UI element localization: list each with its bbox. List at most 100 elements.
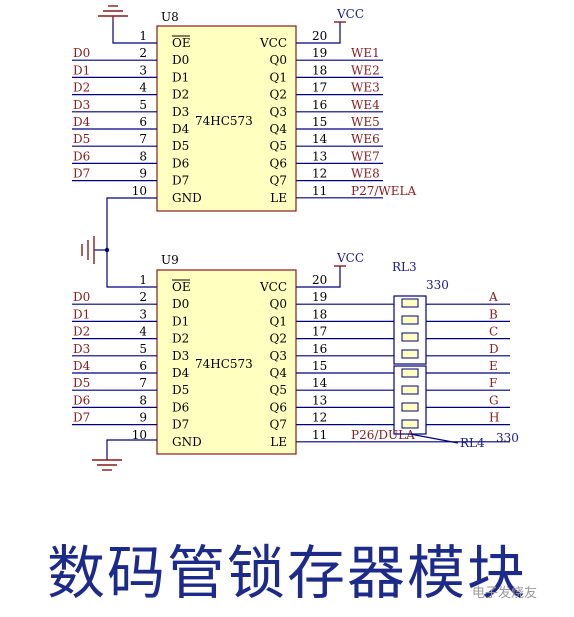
u8-part: 74HC573 <box>195 114 253 128</box>
u8-oe-ground <box>98 5 157 44</box>
u9-right-pins: 20VCCA19Q0B18Q1C17Q2D16Q3E15Q4F14Q5G13Q6… <box>259 273 510 449</box>
u9-net-label-d5: D5 <box>73 376 90 390</box>
u9-pin-num-14: 14 <box>312 376 328 390</box>
u8-vcc-symbol: VCC <box>296 7 364 44</box>
u9-net-label-d4: D4 <box>73 359 91 373</box>
u8-pin-name-d0: D0 <box>172 53 189 67</box>
u8-pin-num-6: 6 <box>139 115 147 129</box>
u9-pin-num-3: 3 <box>139 307 147 321</box>
u9-pin-name-oe: OE <box>172 280 191 294</box>
u9-pin-name-d6: D6 <box>172 400 189 414</box>
u8-net-label-d2: D2 <box>73 81 90 95</box>
u8-pin-name-gnd: GND <box>172 191 202 205</box>
u8-pin-name-d3: D3 <box>172 105 189 119</box>
u8-body <box>156 25 297 212</box>
u9-ref: U9 <box>161 253 179 267</box>
u8-pin-name-d2: D2 <box>172 88 189 102</box>
u8-net-label-q7: WE8 <box>351 167 380 181</box>
u8-pin-name-d6: D6 <box>172 156 189 170</box>
u9-ground-symbol <box>92 439 157 471</box>
u9-pin-num-11: 11 <box>312 428 327 442</box>
u9-pin-name-d5: D5 <box>172 383 189 397</box>
u8-pin-name-q7: Q7 <box>270 174 287 188</box>
u8-pin-name-oe: OE <box>172 36 191 50</box>
u8-pin-num-20: 20 <box>312 29 327 43</box>
u8-net-label-d1: D1 <box>73 63 90 77</box>
rl4-value: 330 <box>496 431 519 445</box>
u8-net-label-q1: WE2 <box>351 63 380 77</box>
u8-pin-num-8: 8 <box>139 149 147 163</box>
u9-net-label-g: G <box>489 393 499 407</box>
u9-pin-num-13: 13 <box>312 393 327 407</box>
u9-pin-num-5: 5 <box>139 342 147 356</box>
u9-pin-num-1: 1 <box>139 273 147 287</box>
u8-pin-name-d7: D7 <box>172 174 189 188</box>
u8-pin-name-q6: Q6 <box>270 156 287 170</box>
u9-pin-num-17: 17 <box>312 325 327 339</box>
u8-pin-num-7: 7 <box>139 132 147 146</box>
u8-pin-num-1: 1 <box>139 29 147 43</box>
u8-pin-num-16: 16 <box>312 98 327 112</box>
u9-net-label-le: P26/DULA <box>351 428 415 442</box>
module-title: 数码管锁存器模块 <box>46 539 527 607</box>
u8-pin-name-q4: Q4 <box>270 122 288 136</box>
u9-net-label-d2: D2 <box>73 325 90 339</box>
u8-pin-num-12: 12 <box>312 167 327 181</box>
u9-pin-num-4: 4 <box>139 325 147 339</box>
u8-net-label-d0: D0 <box>73 46 90 60</box>
u9-pin-name-d1: D1 <box>172 314 189 328</box>
u9-pin-name-q6: Q6 <box>270 400 287 414</box>
u9-pin-name-gnd: GND <box>172 435 202 449</box>
u9-pin-name-le: LE <box>270 435 287 449</box>
u8-pin-num-2: 2 <box>139 46 147 60</box>
u8-pin-name-d4: D4 <box>172 122 190 136</box>
u8-net-label-q5: WE6 <box>351 132 380 146</box>
u8-pin-name-d1: D1 <box>172 70 189 84</box>
u9-net-label-a: A <box>488 290 498 304</box>
u9-body <box>156 269 297 455</box>
u9-pin-num-20: 20 <box>312 273 327 287</box>
u8-pin-num-13: 13 <box>312 149 327 163</box>
u9-pin-name-q5: Q5 <box>270 383 287 397</box>
u9-pin-name-q4: Q4 <box>270 366 288 380</box>
u8-pin-name-q2: Q2 <box>270 88 287 102</box>
u8-pin-name-q0: Q0 <box>270 53 287 67</box>
u9-pin-num-16: 16 <box>312 342 327 356</box>
u8-pin-num-3: 3 <box>139 63 147 77</box>
u8-net-label-d6: D6 <box>73 149 90 163</box>
u9-net-label-c: C <box>489 325 498 339</box>
u9-pin-name-q7: Q7 <box>270 418 287 432</box>
rl4-ref: RL4 <box>460 436 485 450</box>
u8-net-label-q2: WE3 <box>351 81 380 95</box>
u9-pin-num-8: 8 <box>139 393 147 407</box>
u9-pin-num-18: 18 <box>312 307 327 321</box>
u9-net-label-d3: D3 <box>73 342 90 356</box>
u8-pin-name-vcc: VCC <box>259 36 287 50</box>
u8-pin-name-q1: Q1 <box>270 70 287 84</box>
u9-pin-name-d2: D2 <box>172 332 189 346</box>
u9-pin-num-19: 19 <box>312 290 327 304</box>
u8-right-pins: 20VCCWE119Q0WE218Q1WE317Q2WE416Q3WE515Q4… <box>259 29 416 205</box>
u8-net-label-q0: WE1 <box>351 46 380 60</box>
u9-part: 74HC573 <box>195 357 253 371</box>
u8-net-label-q4: WE5 <box>351 115 380 129</box>
u8-net-label-d3: D3 <box>73 98 90 112</box>
u9-net-label-f: F <box>489 376 497 390</box>
u9-pin-name-q2: Q2 <box>270 332 287 346</box>
u9-pin-name-q3: Q3 <box>270 349 287 363</box>
u9-net-label-h: H <box>489 411 499 425</box>
u8-pin-num-10: 10 <box>132 184 147 198</box>
rl3-ref: RL3 <box>392 260 417 274</box>
u8-pin-name-q3: Q3 <box>270 105 287 119</box>
u8-pin-num-18: 18 <box>312 63 327 77</box>
u9-vcc-label: VCC <box>336 251 364 265</box>
u9-pin-num-15: 15 <box>312 359 327 373</box>
u8-net-label-d4: D4 <box>73 115 91 129</box>
u9-pin-name-d4: D4 <box>172 366 190 380</box>
u8-pin-num-17: 17 <box>312 81 327 95</box>
u9-pin-num-6: 6 <box>139 359 147 373</box>
u9-net-label-d6: D6 <box>73 393 90 407</box>
